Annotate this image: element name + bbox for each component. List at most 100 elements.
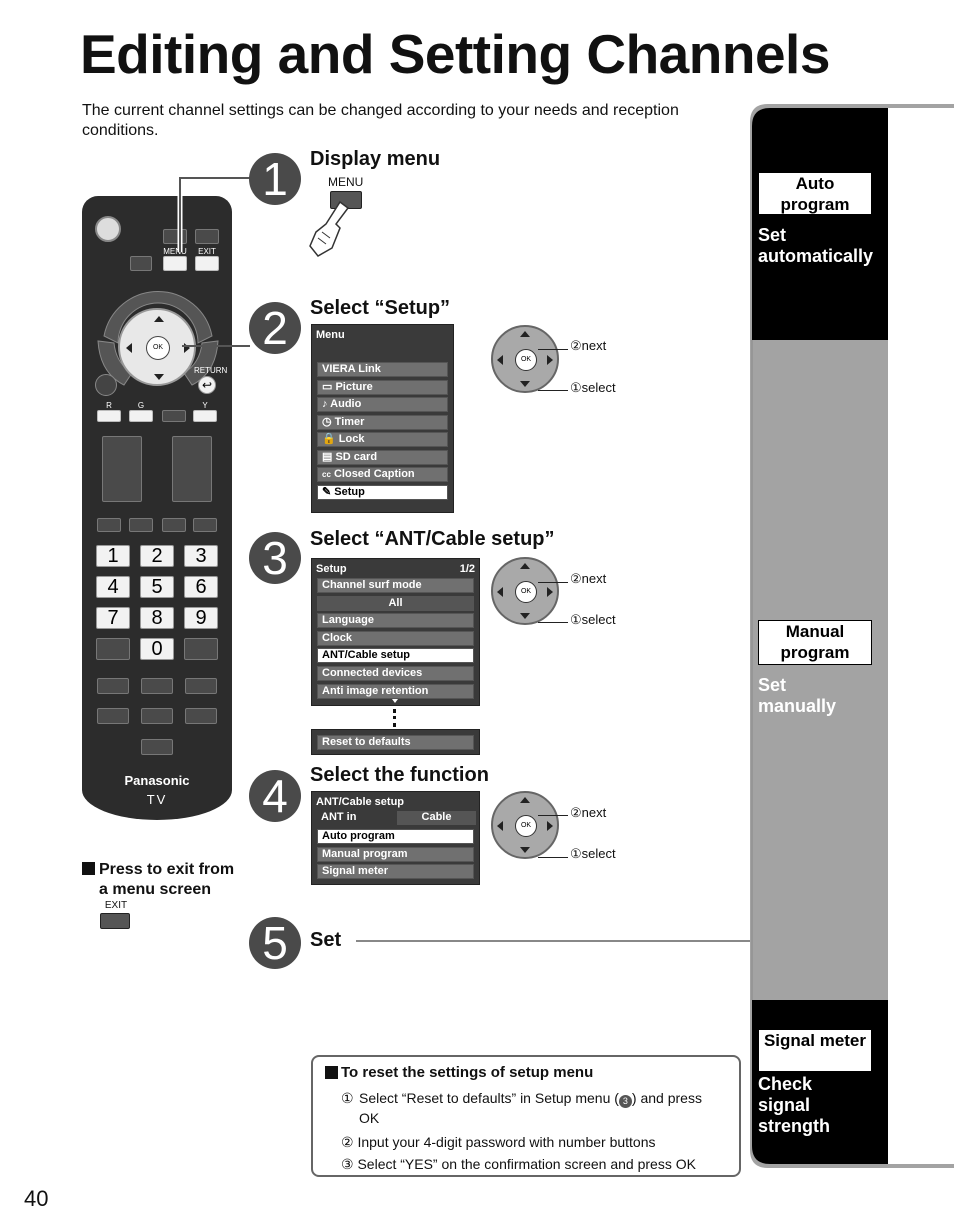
setup-item-clock[interactable]: Clock (317, 631, 474, 646)
remote-button[interactable] (129, 518, 153, 532)
reset-instructions-box: To reset the settings of setup menu ① Se… (311, 1055, 741, 1177)
audio-icon: ♪ (322, 398, 328, 410)
exit-note-line2: a menu screen (99, 881, 212, 898)
menu-label: MENU (163, 247, 187, 256)
menu-item-label: Picture (335, 381, 373, 393)
step-number-4: 4 (249, 770, 301, 822)
manual-program-box: Manual program (758, 620, 872, 665)
menu-item-audio[interactable]: ♪ Audio (317, 397, 448, 412)
step-number-3: 3 (249, 532, 301, 584)
return-icon[interactable]: ↩ (198, 376, 216, 394)
select-annotation: ①select (570, 846, 616, 861)
auto-program-box: Auto program (758, 172, 872, 215)
number-button[interactable]: 7 (96, 607, 130, 629)
exit-label: EXIT (198, 247, 216, 256)
manual-program-desc: Set manually (758, 675, 837, 716)
number-button[interactable]: 9 (184, 607, 218, 629)
red-label: R (106, 401, 112, 410)
step-title-5: Set (310, 929, 342, 951)
step-number-2: 2 (249, 302, 301, 354)
ant-item-signal-meter[interactable]: Signal meter (317, 864, 474, 879)
setup-item-language[interactable]: Language (317, 613, 474, 628)
remote-button[interactable] (141, 678, 173, 694)
menu-item-label: Lock (338, 433, 365, 445)
yellow-label: Y (202, 401, 208, 410)
menu-item-label: Setup (334, 486, 365, 498)
step-marker: ③ (341, 1156, 354, 1172)
exit-button[interactable] (195, 256, 219, 271)
setup-page: 1/2 (459, 563, 475, 575)
green-button[interactable] (129, 410, 153, 422)
step-marker: ② (341, 1134, 354, 1150)
remote-button[interactable] (185, 708, 217, 724)
reset-step-3: ③ Select “YES” on the confirmation scree… (341, 1154, 696, 1174)
remote-button[interactable] (162, 518, 186, 532)
remote-button[interactable] (95, 374, 117, 396)
setup-item-anti-image[interactable]: Anti image retention (317, 684, 474, 699)
exit-button-illustration (100, 913, 130, 929)
page-number: 40 (24, 1186, 49, 1211)
leader-line (538, 349, 568, 350)
setup-item-channel-surf-mode[interactable]: Channel surf mode (317, 578, 474, 593)
reset-step-text-post: ) and press OK (359, 1090, 702, 1126)
setup-item-connected-devices[interactable]: Connected devices (317, 666, 474, 681)
channel-rocker[interactable] (172, 436, 212, 502)
remote-button[interactable] (97, 708, 129, 724)
setup-value-all[interactable]: All (317, 596, 474, 611)
reset-step-text-pre: Select “Reset to defaults” in Setup menu… (359, 1090, 619, 1106)
exit-button-label: EXIT (104, 900, 128, 911)
ok-button: OK (515, 349, 537, 371)
green-label: G (137, 401, 145, 410)
menu-item-timer[interactable]: ◷ Timer (317, 415, 448, 430)
menu-item-lock[interactable]: 🔒 Lock (317, 432, 448, 447)
reset-title: To reset the settings of setup menu (341, 1064, 594, 1081)
number-button[interactable]: 3 (184, 545, 218, 567)
remote-button[interactable] (141, 708, 173, 724)
number-button[interactable]: 5 (140, 576, 174, 598)
auto-program-desc: Set automatically (758, 225, 874, 266)
red-button[interactable] (97, 410, 121, 422)
ok-button[interactable]: OK (146, 336, 170, 360)
number-button[interactable]: 8 (140, 607, 174, 629)
setup-item-ant-cable[interactable]: ANT/Cable setup (317, 648, 474, 663)
remote-button[interactable] (193, 518, 217, 532)
number-button[interactable]: 4 (96, 576, 130, 598)
step-number-5: 5 (249, 917, 301, 969)
setup-item-reset[interactable]: Reset to defaults (317, 735, 474, 750)
remote-button[interactable] (97, 518, 121, 532)
ant-item-manual-program[interactable]: Manual program (317, 847, 474, 862)
ant-item-auto-program[interactable]: Auto program (317, 829, 474, 844)
menu-item-setup[interactable]: ✎ Setup (317, 485, 448, 500)
remote-button[interactable] (141, 739, 173, 755)
ant-in-row[interactable]: ANT in Cable (317, 811, 476, 826)
number-button[interactable]: 6 (184, 576, 218, 598)
yellow-button[interactable] (193, 410, 217, 422)
menu-item-picture[interactable]: ▭ Picture (317, 380, 448, 395)
menu-item-closed-caption[interactable]: cc Closed Caption (317, 467, 448, 482)
number-button[interactable]: 2 (140, 545, 174, 567)
blue-button[interactable] (162, 410, 186, 422)
remote-button[interactable] (97, 678, 129, 694)
number-button[interactable]: 0 (140, 638, 174, 660)
menu-item-viera-link[interactable]: VIERA Link (317, 362, 448, 377)
menu-button[interactable] (163, 256, 187, 271)
remote-button[interactable] (184, 638, 218, 660)
power-button[interactable] (95, 216, 121, 242)
menu-item-label: Closed Caption (333, 468, 415, 480)
number-button[interactable]: 1 (96, 545, 130, 567)
cc-icon: cc (322, 470, 331, 479)
remote-button[interactable] (195, 229, 219, 244)
ant-cable-header: ANT/Cable setup (316, 796, 405, 808)
remote-button[interactable] (96, 638, 130, 660)
step-number-1: 1 (249, 153, 301, 205)
continuation-dots (393, 709, 396, 727)
remote-button[interactable] (185, 678, 217, 694)
volume-rocker[interactable] (102, 436, 142, 502)
page-title: Editing and Setting Channels (80, 23, 830, 85)
remote-button[interactable] (130, 256, 152, 271)
reset-step-text: Select “Reset to defaults” in Setup menu… (359, 1088, 719, 1128)
next-annotation: ②next (570, 805, 607, 820)
exit-note-line1: Press to exit from (99, 861, 235, 878)
menu-item-sd-card[interactable]: ▤ SD card (317, 450, 448, 465)
